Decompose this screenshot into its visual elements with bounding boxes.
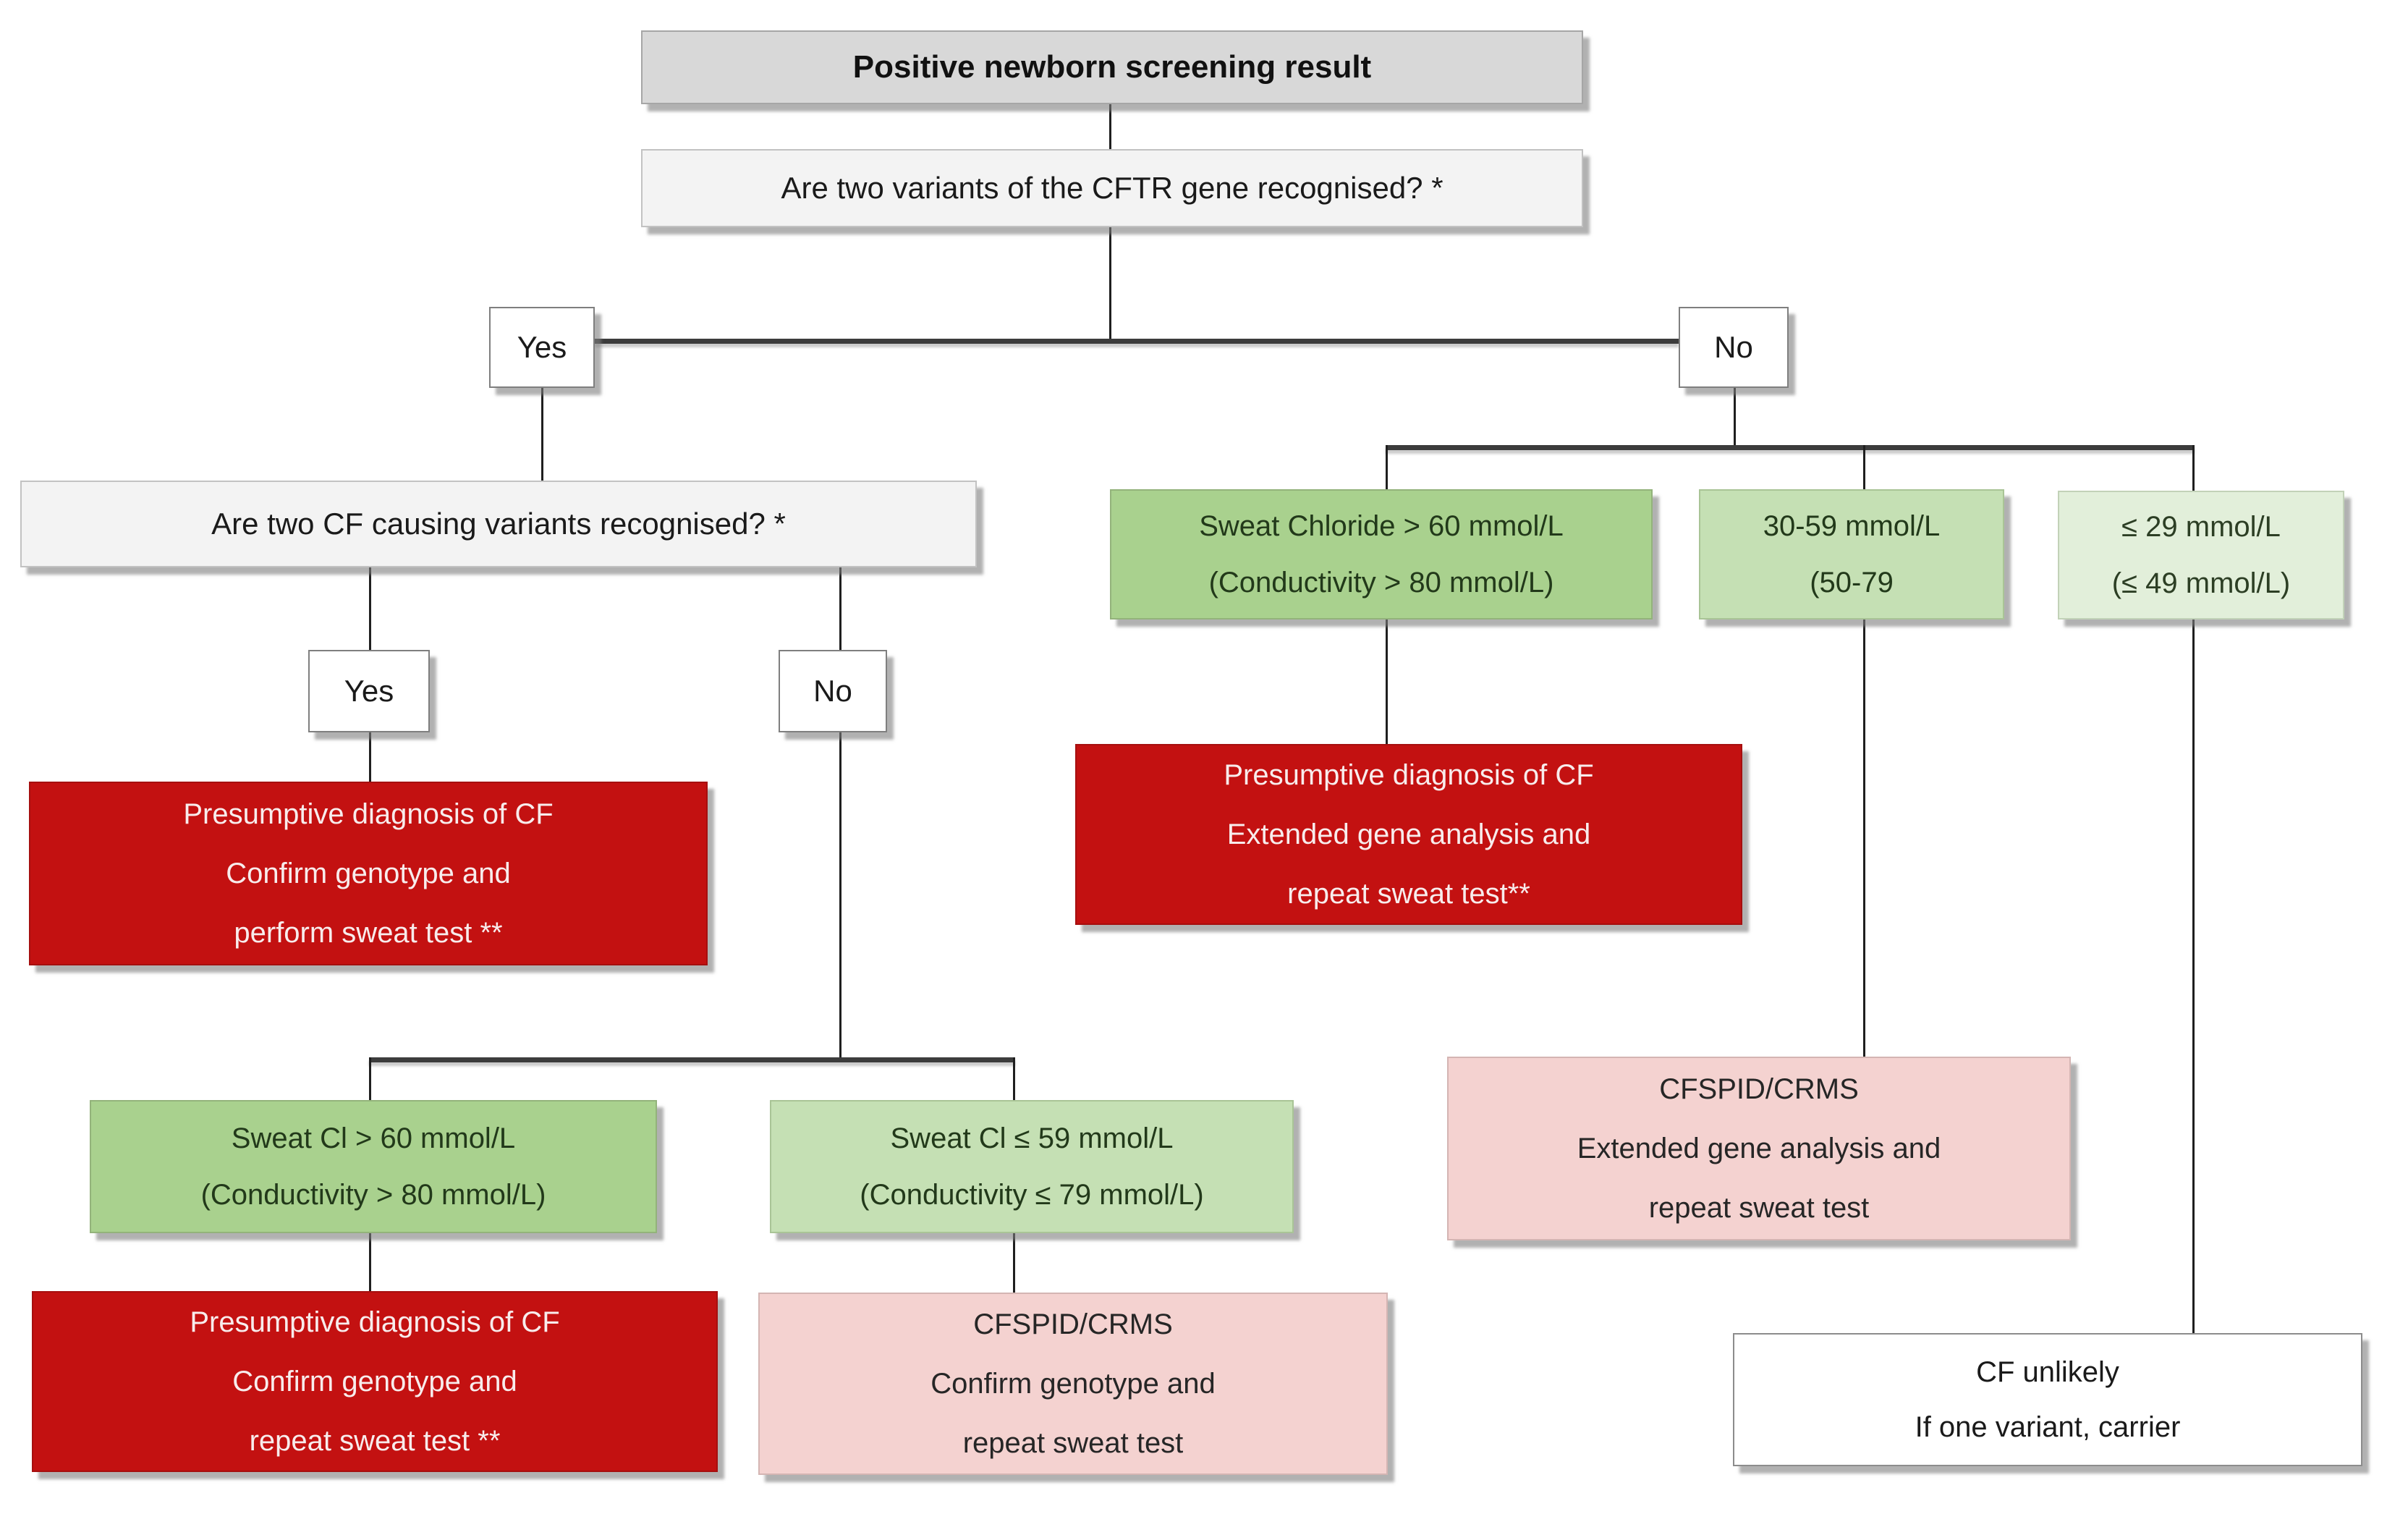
connector-line	[1386, 445, 2195, 450]
node-label: CF unlikely If one variant, carrier	[1915, 1356, 2181, 1443]
node-sweat-chloride-gt60: Sweat Chloride > 60 mmol/L (Conductivity…	[1110, 489, 1653, 619]
connector-line	[369, 1057, 1015, 1062]
connector-line	[1863, 445, 1865, 489]
node-label: Yes	[344, 674, 394, 708]
node-label: Sweat Chloride > 60 mmol/L (Conductivity…	[1199, 510, 1564, 599]
connector-line	[839, 732, 841, 1060]
node-question-cftr-variants: Are two variants of the CFTR gene recogn…	[641, 149, 1583, 227]
node-presumptive-cf-repeat-sweat-test: Presumptive diagnosis of CF Confirm geno…	[32, 1291, 718, 1472]
node-label: ≤ 29 mmol/L (≤ 49 mmol/L)	[2111, 511, 2291, 599]
connector-line	[2192, 619, 2195, 1333]
node-label: CFSPID/CRMS Extended gene analysis and r…	[1577, 1073, 1941, 1224]
node-label: Sweat Cl > 60 mmol/L (Conductivity > 80 …	[200, 1122, 546, 1211]
node-sweat-cl-le59: Sweat Cl ≤ 59 mmol/L (Conductivity ≤ 79 …	[770, 1100, 1294, 1233]
connector-line	[1109, 227, 1111, 342]
node-label: No	[1714, 330, 1753, 364]
connector-line	[1013, 1233, 1015, 1293]
node-cfspid-crms-extended-gene-analysis: CFSPID/CRMS Extended gene analysis and r…	[1447, 1057, 2071, 1240]
node-label: Presumptive diagnosis of CF Confirm geno…	[190, 1306, 560, 1457]
connector-line	[1013, 1057, 1015, 1100]
node-label: Presumptive diagnosis of CF Confirm geno…	[183, 798, 554, 949]
connector-line	[2192, 445, 2195, 491]
connector-line	[1386, 445, 1388, 489]
node-decision-yes-cftr: Yes	[489, 307, 595, 388]
node-label: Positive newborn screening result	[852, 49, 1372, 85]
node-label: Are two CF causing variants recognised? …	[211, 507, 786, 541]
node-positive-screening-result: Positive newborn screening result	[641, 30, 1583, 104]
node-decision-yes-cf-causing: Yes	[308, 650, 430, 732]
node-sweat-cl-gt60: Sweat Cl > 60 mmol/L (Conductivity > 80 …	[90, 1100, 657, 1233]
connector-line	[1734, 388, 1736, 449]
node-sweat-30-59: 30-59 mmol/L (50-79	[1699, 489, 2004, 619]
connector-line	[369, 732, 371, 782]
node-presumptive-cf-perform-sweat-test: Presumptive diagnosis of CF Confirm geno…	[29, 782, 708, 965]
node-label: Sweat Cl ≤ 59 mmol/L (Conductivity ≤ 79 …	[860, 1122, 1204, 1211]
connector-line	[369, 567, 371, 650]
node-cf-unlikely: CF unlikely If one variant, carrier	[1733, 1333, 2362, 1466]
connector-line	[541, 388, 543, 481]
node-label: No	[813, 674, 852, 708]
node-sweat-le29: ≤ 29 mmol/L (≤ 49 mmol/L)	[2058, 491, 2344, 619]
connector-line	[1386, 619, 1388, 744]
node-label: Yes	[517, 330, 567, 364]
node-label: CFSPID/CRMS Confirm genotype and repeat …	[930, 1308, 1216, 1459]
connector-line	[1863, 619, 1865, 1057]
node-label: Are two variants of the CFTR gene recogn…	[781, 171, 1443, 205]
connector-line	[839, 567, 841, 650]
node-presumptive-cf-extended-gene-analysis: Presumptive diagnosis of CF Extended gen…	[1075, 744, 1742, 925]
node-question-cf-causing-variants: Are two CF causing variants recognised? …	[20, 481, 977, 567]
connector-line	[595, 339, 1679, 344]
connector-line	[1109, 104, 1111, 149]
node-decision-no-cftr: No	[1679, 307, 1789, 388]
connector-line	[369, 1057, 371, 1100]
node-label: Presumptive diagnosis of CF Extended gen…	[1224, 759, 1594, 910]
node-cfspid-crms-confirm-genotype: CFSPID/CRMS Confirm genotype and repeat …	[758, 1293, 1388, 1475]
node-label: 30-59 mmol/L (50-79	[1763, 510, 1941, 599]
connector-line	[369, 1233, 371, 1291]
node-decision-no-cf-causing: No	[779, 650, 887, 732]
